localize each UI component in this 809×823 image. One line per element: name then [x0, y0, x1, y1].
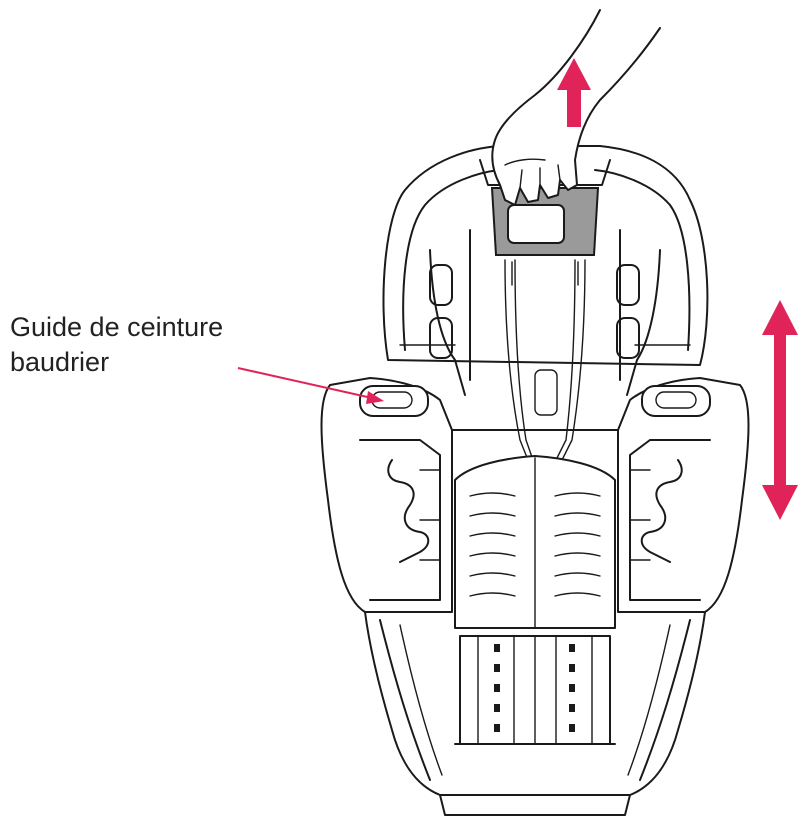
seat-base-shell	[320, 377, 750, 816]
double-arrow-vertical-icon	[762, 300, 798, 520]
arrow-up-icon	[557, 58, 591, 127]
shoulder-belt-guide-right	[641, 385, 711, 417]
callout-label-line-1: Guide de ceinture	[10, 312, 224, 342]
lower-strap-panel	[454, 635, 616, 745]
callout-label-line-2: baudrier	[10, 347, 110, 377]
seat-cushion	[454, 455, 616, 629]
headrest-handle	[479, 159, 611, 286]
callout-pointer	[237, 367, 384, 404]
